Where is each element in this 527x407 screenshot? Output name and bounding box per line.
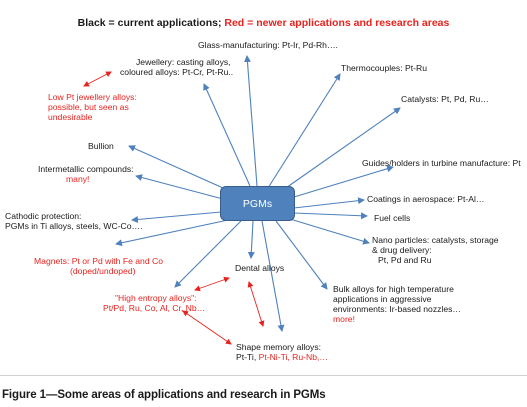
color-legend: Black = current applications; Red = newe…	[0, 17, 527, 29]
label-nano-line3: Pt, Pd and Ru	[378, 255, 432, 265]
label-bulk-line1: Bulk alloys for high temperature	[333, 284, 454, 294]
label-bulk-line3: environments: Ir-based nozzles…	[333, 304, 462, 314]
spoke-glass	[243, 55, 258, 187]
label-jewellery-line1: Jewellery: casting alloys,	[136, 57, 231, 67]
label-intermetallic: Intermetallic compounds: many!	[38, 164, 134, 184]
spoke-bulk	[275, 220, 328, 290]
spoke-intermetallic	[135, 174, 224, 200]
label-intermetallic-line1: Intermetallic compounds:	[38, 164, 134, 174]
label-fuel: Fuel cells	[374, 213, 411, 223]
spoke-cathodic	[131, 211, 222, 223]
label-intermetallic-many: many!	[66, 174, 90, 184]
label-bulk-more: more!	[333, 314, 355, 324]
label-magnets: Magnets: Pt or Pd with Fe and Co (doped/…	[34, 256, 163, 276]
spoke-jewellery	[203, 83, 251, 187]
label-jewellery: Jewellery: casting alloys, coloured allo…	[120, 57, 233, 77]
label-nano: Nano particles: catalysts, storage & dru…	[372, 235, 499, 265]
spoke-bullion	[128, 145, 233, 193]
label-dental: Dental alloys	[235, 263, 285, 273]
label-magnets-line1: Magnets: Pt or Pd with Fe and Co	[34, 256, 163, 266]
label-catalysts: Catalysts: Pt, Pd, Ru…	[401, 94, 489, 104]
red-arrow-dental-shape	[247, 281, 265, 327]
spoke-guides	[293, 165, 394, 198]
label-hea-line2: Pt/Pd, Ru, Co, Al, Cr, Nb…	[103, 303, 206, 313]
label-shape-line1: Shape memory alloys:	[236, 342, 322, 352]
label-bulk-line2: applications in aggressive	[333, 294, 432, 304]
pgms-hub: PGMs	[220, 186, 295, 221]
red-arrow-dental-hea	[194, 276, 230, 292]
spoke-arrows	[83, 55, 401, 345]
label-cathodic-line1: Cathodic protection:	[5, 211, 82, 221]
figure-caption: Figure 1—Some areas of applications and …	[2, 389, 326, 401]
spoke-nano	[289, 218, 370, 245]
legend-current: Black = current applications;	[77, 17, 222, 29]
label-hea-line1: "High entropy alloys":	[115, 293, 197, 303]
spoke-thermocouples	[267, 73, 341, 189]
label-shape-current: Pt-Ti,	[236, 352, 259, 362]
spoke-catalysts	[282, 107, 401, 191]
label-lowpt: Low Pt jewellery alloys: possible, but s…	[48, 92, 137, 122]
label-lowpt-line2: possible, but seen as	[48, 102, 129, 112]
spoke-hea	[174, 220, 242, 288]
label-guides: Guides/holders in turbine manufacture: P…	[362, 158, 521, 168]
spoke-fuel	[293, 212, 368, 220]
label-nano-line2: & drug delivery:	[372, 245, 432, 255]
caption-divider	[0, 375, 527, 376]
label-lowpt-line3: undesirable	[48, 112, 93, 122]
label-cathodic-line2: PGMs in Ti alloys, steels, WC-Co….	[5, 221, 143, 231]
spoke-shape	[261, 220, 285, 332]
red-arrow-hea-shape	[182, 310, 232, 345]
label-nano-line1: Nano particles: catalysts, storage	[372, 235, 499, 245]
label-magnets-line2: (doped/undoped)	[70, 266, 136, 276]
label-cathodic: Cathodic protection: PGMs in Ti alloys, …	[5, 211, 143, 231]
label-bullion: Bullion	[88, 141, 114, 151]
pgm-diagram: Black = current applications; Red = newe…	[0, 17, 527, 362]
red-arrow-lowpt	[83, 71, 112, 87]
label-lowpt-line1: Low Pt jewellery alloys:	[48, 92, 137, 102]
label-shape: Shape memory alloys: Pt-Ti, Pt-Ni-Ti, Ru…	[236, 342, 328, 362]
label-thermocouples: Thermocouples: Pt-Ru	[341, 63, 427, 73]
label-shape-research: Pt-Ni-Ti, Ru-Nb,…	[258, 352, 328, 362]
label-glass: Glass-manufacturing: Pt-Ir, Pd-Rh….	[198, 40, 338, 50]
label-bulk: Bulk alloys for high temperature applica…	[333, 284, 461, 324]
label-coatings: Coatings in aerospace: Pt-Al…	[367, 194, 485, 204]
legend-research: Red = newer applications and research ar…	[221, 17, 450, 29]
spoke-dental	[247, 220, 255, 259]
spoke-magnets	[115, 219, 229, 247]
spoke-coatings	[293, 197, 365, 209]
label-hea: "High entropy alloys": Pt/Pd, Ru, Co, Al…	[103, 293, 205, 313]
label-jewellery-line2: coloured alloys: Pt-Cr, Pt-Ru..	[120, 67, 234, 77]
label-shape-line2: Pt-Ti, Pt-Ni-Ti, Ru-Nb,…	[236, 352, 328, 362]
